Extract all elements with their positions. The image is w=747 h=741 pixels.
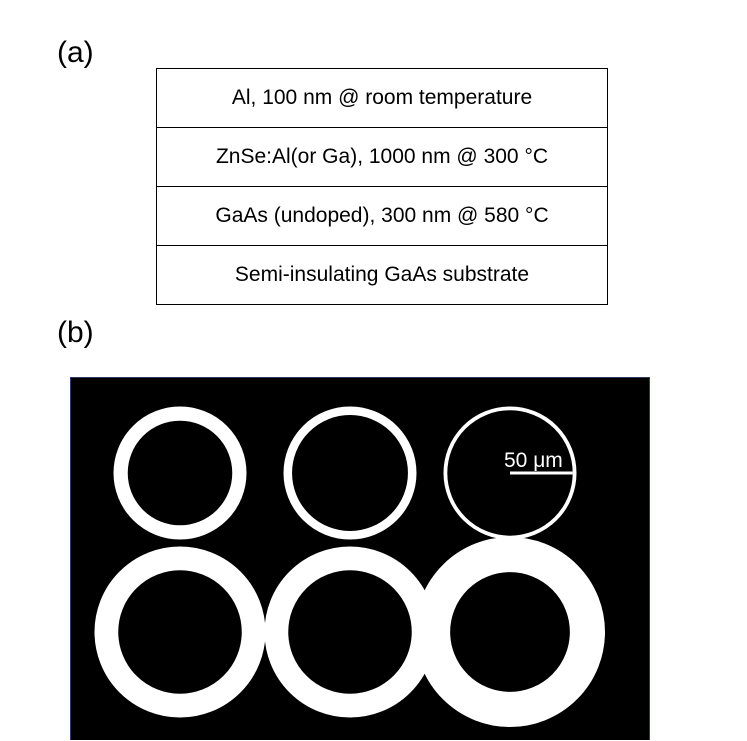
electrode-mask-micrograph: 50 μm <box>70 377 650 740</box>
layer-al: Al, 100 nm @ room temperature <box>157 69 607 128</box>
scale-bar: 50 μm <box>504 449 573 475</box>
panel-b-label: (b) <box>57 316 94 349</box>
layer-gaas-undoped: GaAs (undoped), 300 nm @ 580 °C <box>157 187 607 246</box>
ring-electrodes: 50 μm <box>94 406 606 728</box>
layer-znse: ZnSe:Al(or Ga), 1000 nm @ 300 °C <box>157 128 607 187</box>
rings-group <box>94 406 606 728</box>
layer-substrate: Semi-insulating GaAs substrate <box>157 246 607 305</box>
scale-bar-label: 50 μm <box>504 449 563 472</box>
ring-electrode-r2c1 <box>94 546 266 718</box>
layer-stack: Al, 100 nm @ room temperature ZnSe:Al(or… <box>156 68 608 305</box>
ring-electrode-r2c2 <box>264 546 436 718</box>
panel-a-label: (a) <box>57 36 94 69</box>
ring-electrode-r1c1 <box>113 406 247 540</box>
ring-electrode-r2c3 <box>415 536 606 728</box>
ring-electrode-r1c2 <box>283 406 417 540</box>
